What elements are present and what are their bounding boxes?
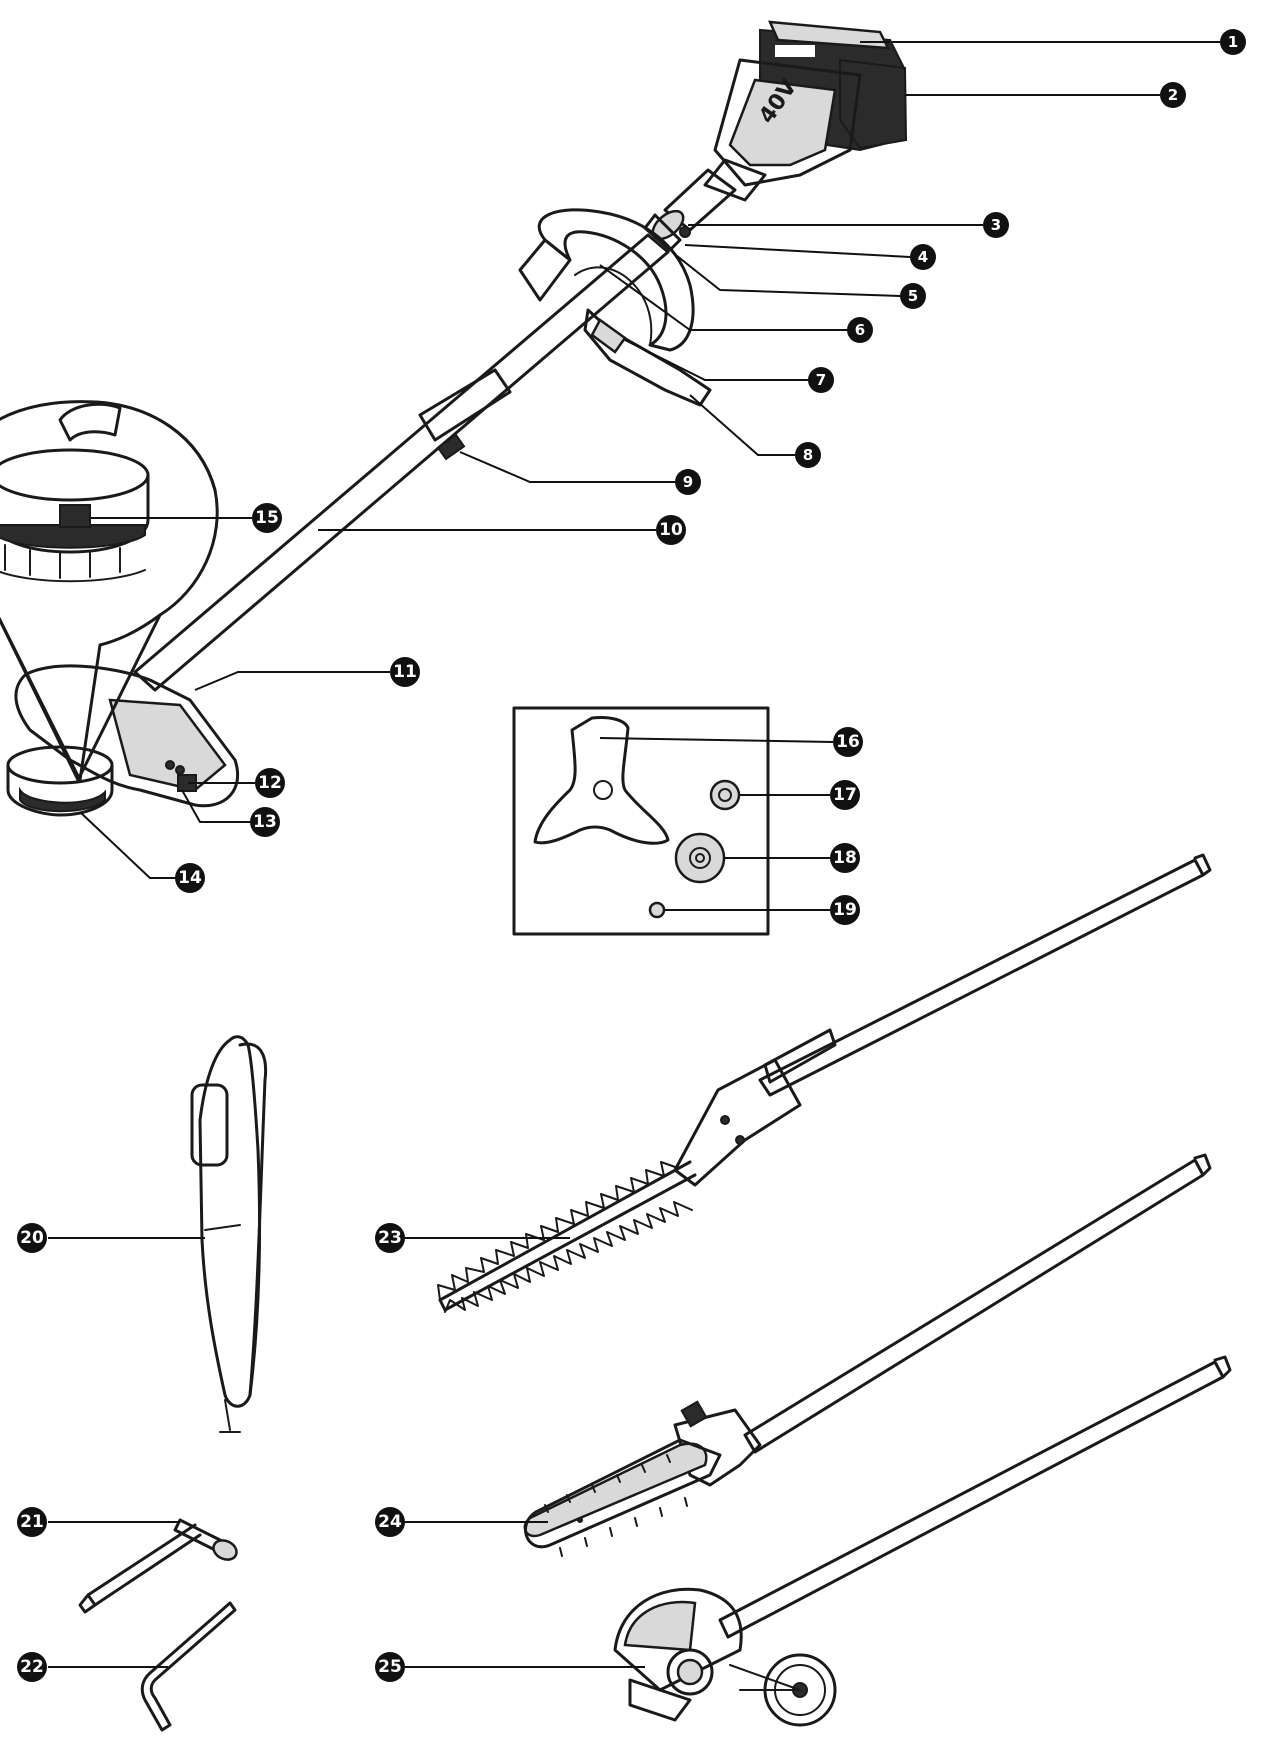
svg-text:9: 9 [683,473,693,491]
shoulder-strap [190,1035,268,1433]
callout-16: 16 [833,727,863,757]
blade-nut [648,901,666,919]
svg-text:8: 8 [803,446,813,464]
edger-attachment [613,1355,1232,1727]
callout-3: 3 [983,212,1009,238]
blade-flange [674,832,726,884]
callout-15: 15 [252,503,282,533]
shaft-coupler-clamp [418,368,512,461]
svg-text:3: 3 [991,216,1001,234]
svg-text:1: 1 [1228,33,1238,51]
callout-18: 18 [830,843,860,873]
callout-24: 24 [375,1507,405,1537]
spool-detail-magnifier [0,400,219,782]
svg-text:19: 19 [833,900,857,920]
svg-text:13: 13 [253,812,277,832]
svg-text:4: 4 [918,248,928,266]
callout-17: 17 [830,780,860,810]
callout-1: 1 [1220,29,1246,55]
callout-20: 20 [17,1223,47,1253]
pole-saw-attachment [523,1153,1212,1557]
callout-7: 7 [808,367,834,393]
hedge-trimmer-attachment [437,853,1212,1313]
svg-text:11: 11 [393,662,417,682]
callout-25: 25 [375,1652,405,1682]
callout-19: 19 [830,895,860,925]
callout-10: 10 [656,515,686,545]
svg-text:15: 15 [255,508,279,528]
tri-blade [533,716,670,845]
svg-text:10: 10 [659,520,683,540]
callout-5: 5 [900,283,926,309]
blade-washer [709,779,741,811]
callout-8: 8 [795,442,821,468]
main-shaft [133,233,670,692]
svg-text:23: 23 [378,1228,402,1248]
callout-6: 6 [847,317,873,343]
callout-9: 9 [675,469,701,495]
svg-text:20: 20 [20,1228,44,1248]
callout-4: 4 [910,244,936,270]
callout-12: 12 [255,768,285,798]
socket-wrench [78,1518,238,1614]
svg-text:18: 18 [833,848,857,868]
callout-11: 11 [390,657,420,687]
svg-text:16: 16 [836,732,860,752]
svg-text:24: 24 [378,1512,402,1532]
svg-text:12: 12 [258,773,282,793]
shaft-coupler [643,168,737,252]
hex-key [140,1601,237,1732]
trimmer-head [6,664,240,817]
svg-text:25: 25 [378,1657,402,1677]
svg-text:14: 14 [178,868,202,888]
svg-text:2: 2 [1168,86,1178,104]
svg-text:5: 5 [908,287,918,305]
motor-housing: 40V [703,58,862,202]
callout-13: 13 [250,807,280,837]
string-trimmer: 40V [0,20,908,817]
callout-2: 2 [1160,82,1186,108]
leader-lines [48,41,1220,1668]
svg-text:22: 22 [20,1657,44,1677]
loop-handle [518,208,695,352]
callout-22: 22 [17,1652,47,1682]
callout-21: 21 [17,1507,47,1537]
svg-text:6: 6 [855,321,865,339]
svg-text:7: 7 [816,371,826,389]
callout-23: 23 [375,1223,405,1253]
callout-14: 14 [175,863,205,893]
svg-text:17: 17 [833,785,857,805]
blade-kit [512,706,770,936]
svg-text:21: 21 [20,1512,44,1532]
